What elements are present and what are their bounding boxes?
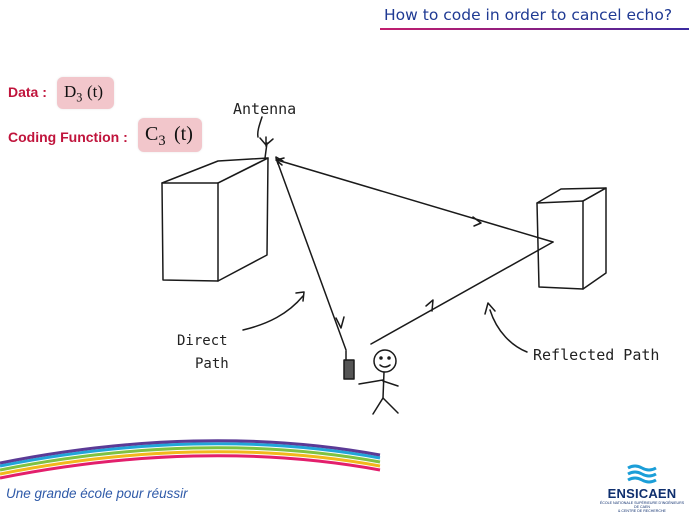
reflected-path-arrowhead	[484, 302, 496, 315]
coding-formula-symbol: C3	[145, 123, 166, 149]
reflected-path-label: Reflected Path	[533, 346, 659, 364]
direct-path-annotation-arrow	[242, 295, 304, 331]
antenna-label-arrow	[257, 116, 263, 138]
data-formula-arg: (t)	[87, 82, 104, 101]
footer-tagline: Une grande école pour réussir	[6, 486, 188, 501]
reflected-path-line	[275, 157, 554, 345]
right-building	[536, 187, 607, 290]
left-building	[161, 157, 269, 282]
data-formula-symbol: D3	[64, 82, 83, 105]
reflected-path-annotation-arrow	[489, 309, 528, 353]
coding-formula-arg: (t)	[174, 123, 193, 145]
data-label: Data :	[8, 84, 47, 100]
coding-formula-box: C3 (t)	[138, 118, 202, 152]
coding-function-label: Coding Function :	[8, 129, 128, 145]
logo-subtitle: ÉCOLE NATIONALE SUPÉRIEURE D'INGÉNIEURS …	[599, 501, 685, 513]
ensicaen-logo[interactable]: ENSICAEN ÉCOLE NATIONALE SUPÉRIEURE D'IN…	[598, 462, 686, 514]
direct-path-arrowhead	[295, 291, 305, 302]
title-underline	[380, 28, 689, 30]
data-formula-box: D3 (t)	[57, 77, 114, 109]
direct-path-line	[275, 156, 347, 351]
logo-name: ENSICAEN	[607, 486, 677, 501]
direct-path-label-line1: Direct	[177, 333, 228, 349]
antenna-label: Antenna	[233, 100, 296, 118]
phone-icon	[343, 350, 355, 380]
direct-path-label-line2: Path	[195, 356, 229, 372]
footer-swoosh	[0, 439, 381, 480]
user-figure	[358, 349, 399, 415]
antenna-icon	[259, 136, 274, 159]
logo-waves-icon	[627, 464, 657, 484]
slide-title: How to code in order to cancel echo?	[384, 6, 673, 24]
